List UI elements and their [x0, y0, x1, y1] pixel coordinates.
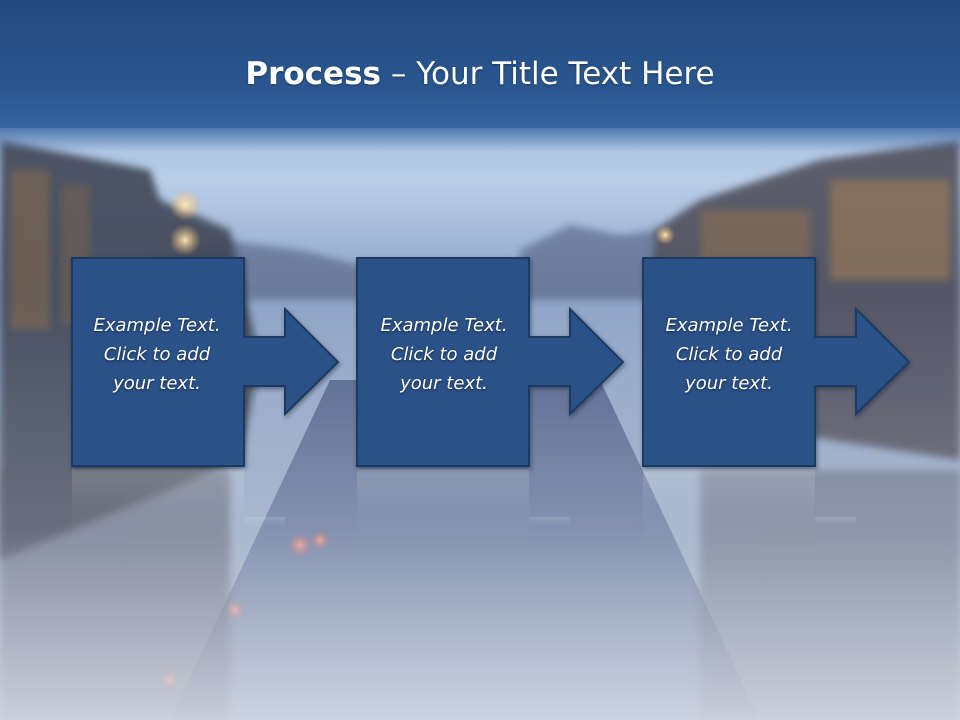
step-arrow-1 — [71, 257, 340, 467]
step-text-2[interactable]: Example Text. Click to add your text. — [359, 311, 529, 398]
step-2-line-2: Click to add — [390, 344, 498, 365]
step-1-line-2: Click to add — [103, 344, 211, 365]
process-step-3[interactable] — [642, 257, 911, 467]
title-rest: – Your Title Text Here — [381, 56, 715, 92]
step-1-line-3: your text. — [113, 373, 201, 394]
step-1-line-1: Example Text. — [93, 315, 221, 336]
step-3-line-2: Click to add — [675, 344, 783, 365]
step-3-line-3: your text. — [685, 373, 773, 394]
step-text-1[interactable]: Example Text. Click to add your text. — [72, 311, 242, 398]
process-step-2[interactable] — [356, 257, 625, 467]
title-bold: Process — [245, 56, 381, 92]
title-bar-fade — [0, 124, 960, 152]
slide-title[interactable]: Process – Your Title Text Here — [0, 52, 960, 96]
diagram-reflection — [72, 469, 856, 549]
step-text-3[interactable]: Example Text. Click to add your text. — [644, 311, 814, 398]
step-2-line-1: Example Text. — [380, 315, 508, 336]
step-3-line-1: Example Text. — [665, 315, 793, 336]
process-step-1[interactable] — [71, 257, 340, 467]
step-arrow-3 — [642, 257, 911, 467]
step-2-line-3: your text. — [400, 373, 488, 394]
title-bar — [0, 0, 960, 128]
step-arrow-2 — [356, 257, 625, 467]
